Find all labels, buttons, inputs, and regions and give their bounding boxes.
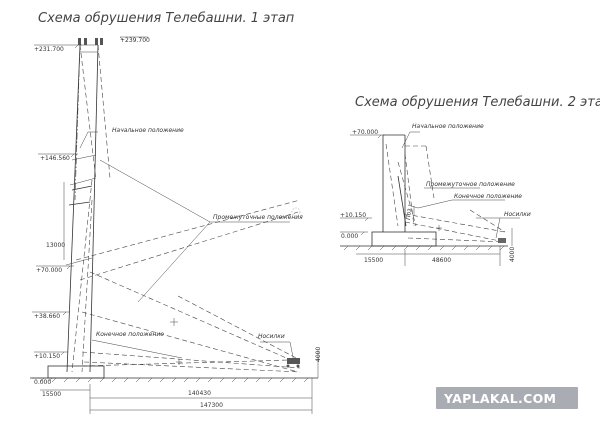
- stage1-label-final: Конечное положение: [96, 331, 164, 338]
- stage1-title: Схема обрушения Телебашни. 1 этап: [38, 11, 295, 26]
- elev-70000: +70.000: [36, 267, 62, 274]
- stage2-scheme: Схема обрушения Телебашни. 2 этап: [340, 95, 600, 266]
- marker-icon: [291, 207, 301, 217]
- stage2-stretcher-icon: [498, 238, 506, 243]
- dim-147300: 147300: [200, 402, 223, 409]
- elev-239700: +239.700: [120, 37, 150, 44]
- stage2-label-final: Конечное положение: [454, 193, 522, 200]
- s2-dim-4000: 4000: [509, 247, 516, 262]
- dim-15500: 15500: [42, 391, 61, 398]
- stage2-dims: 15500 48600 4000: [356, 228, 516, 266]
- stage2-foundation: [340, 231, 508, 251]
- tower-final-position: [81, 271, 301, 373]
- s2-dim-48600: 48600: [432, 257, 451, 264]
- stage2-label-base: Поз: [405, 208, 413, 220]
- watermark: YAPLAKAL.COM: [436, 387, 578, 409]
- stage2-label-initial: Начальное положение: [412, 123, 484, 130]
- dim-13000: 13000: [46, 182, 65, 260]
- stage1-label-initial: Начальное положение: [112, 127, 184, 134]
- s2-elev-70000: +70.000: [352, 129, 378, 136]
- dim-140430: 140430: [188, 390, 211, 397]
- s2-elev-10150: +10.150: [340, 212, 366, 219]
- stage1-label-stretcher: Носилки: [258, 333, 285, 340]
- s2-dim-15500: 15500: [364, 257, 383, 264]
- stage1-horizontal-dims: 15500 140430 147300 4000: [40, 347, 322, 414]
- watermark-bg: [436, 387, 578, 409]
- s2-elev-0000: 0.000: [341, 233, 358, 240]
- elev-146560: +146.560: [40, 155, 70, 162]
- stage1-label-intermediate: Промежуточные положения: [213, 214, 303, 221]
- stage1-scheme: Схема обрушения Телебашни. 1 этап: [30, 11, 322, 414]
- watermark-text: YAPLAKAL.COM: [443, 391, 556, 406]
- stage2-title: Схема обрушения Телебашни. 2 этап: [355, 95, 600, 110]
- tower-intermediate-positions: [71, 44, 301, 373]
- stage1-leaders: [79, 131, 295, 363]
- dim-4000: 4000: [315, 347, 322, 362]
- stage2-label-intermediate: Промежуточное положение: [426, 181, 515, 188]
- stage2-tower-final: [404, 204, 506, 243]
- svg-text:13000: 13000: [46, 242, 65, 249]
- stage2-elevations: +70.000 +10.150 0.000: [340, 129, 385, 240]
- stage1-foundation: [30, 365, 318, 383]
- stage2-tower-intermediate: [385, 143, 435, 227]
- elev-231700: +231.700: [34, 46, 64, 53]
- tower-top-cap: [78, 38, 103, 45]
- stage2-label-stretcher: Носилки: [504, 211, 531, 218]
- elev-38660: +38.660: [34, 313, 60, 320]
- tower-initial-position: [65, 44, 99, 373]
- stage2-leaders: [401, 131, 520, 239]
- elev-10150: +10.150: [34, 353, 60, 360]
- stretcher-icon: [286, 358, 300, 368]
- stage1-elevations: +239.700 +231.700 +146.560 +70.000 +38.6…: [32, 36, 150, 386]
- stage2-tower-initial: [382, 134, 406, 232]
- elev-0000: 0.000: [34, 379, 51, 386]
